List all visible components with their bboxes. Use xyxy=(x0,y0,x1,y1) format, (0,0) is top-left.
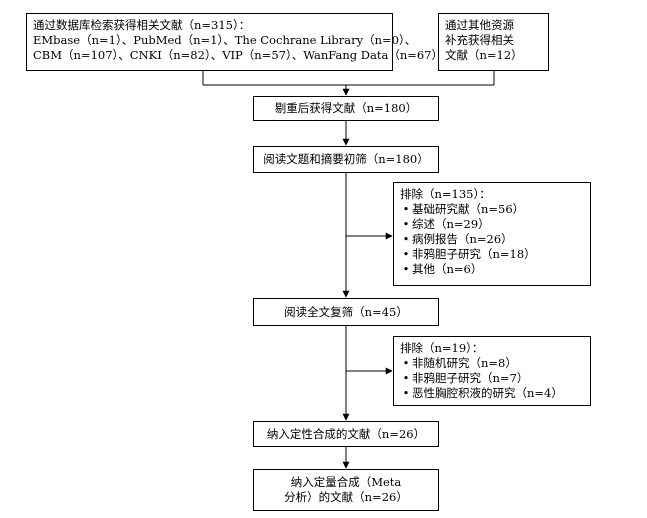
title-abstract-screen-box: 阅读文题和摘要初筛（n=180） xyxy=(253,146,439,173)
full-text-screen-text: 阅读全文复筛（n=45） xyxy=(284,305,408,319)
full-text-screen-box: 阅读全文复筛（n=45） xyxy=(253,298,439,326)
other-sources-line-1: 通过其他资源 xyxy=(445,18,514,32)
database-search-box: 通过数据库检索获得相关文献（n=315）： EMbase（n=1）、PubMed… xyxy=(26,13,443,71)
other-sources-box: 通过其他资源 补充获得相关 文献（n=12） xyxy=(438,13,549,71)
list-item: 病例报告（n=26） xyxy=(400,232,584,247)
list-item: 基础研究献（n=56） xyxy=(400,202,584,217)
list-item: 非随机研究（n=8） xyxy=(400,356,584,371)
list-item: 其他（n=6） xyxy=(400,262,584,277)
exclusion-2-box: 排除（n=19）： 非随机研究（n=8） 非鸦胆子研究（n=7） 恶性胸腔积液的… xyxy=(393,336,591,406)
list-item: 非鸦胆子研究（n=7） xyxy=(400,371,584,386)
list-item: 恶性胸腔积液的研究（n=4） xyxy=(400,386,584,401)
qualitative-synthesis-text: 纳入定性合成的文献（n=26） xyxy=(266,427,426,441)
meta-analysis-line-1: 纳入定量合成（Meta xyxy=(290,475,402,489)
title-abstract-screen-text: 阅读文题和摘要初筛（n=180） xyxy=(263,152,429,166)
exclusion-1-list: 基础研究献（n=56） 综述（n=29） 病例报告（n=26） 非鸦胆子研究（n… xyxy=(400,202,584,277)
database-search-line-2: EMbase（n=1）、PubMed（n=1）、The Cochrane Lib… xyxy=(33,33,417,47)
meta-analysis-line-2: 分析）的文献（n=26） xyxy=(284,490,408,504)
list-item: 非鸦胆子研究（n=18） xyxy=(400,247,584,262)
other-sources-line-2: 补充获得相关 xyxy=(445,33,514,47)
exclusion-2-list: 非随机研究（n=8） 非鸦胆子研究（n=7） 恶性胸腔积液的研究（n=4） xyxy=(400,356,584,401)
after-dedup-text: 剔重后获得文献（n=180） xyxy=(274,101,418,115)
after-dedup-box: 剔重后获得文献（n=180） xyxy=(253,96,439,121)
exclusion-1-title: 排除（n=135）： xyxy=(400,187,491,201)
database-search-line-3: CBM（n=107）、CNKI（n=82）、VIP（n=57）、WanFang … xyxy=(33,48,443,62)
database-search-line-1: 通过数据库检索获得相关文献（n=315）： xyxy=(33,18,251,32)
list-item: 综述（n=29） xyxy=(400,217,584,232)
meta-analysis-box: 纳入定量合成（Meta 分析）的文献（n=26） xyxy=(253,469,439,511)
exclusion-1-box: 排除（n=135）： 基础研究献（n=56） 综述（n=29） 病例报告（n=2… xyxy=(393,182,591,286)
qualitative-synthesis-box: 纳入定性合成的文献（n=26） xyxy=(253,421,439,447)
exclusion-2-title: 排除（n=19）： xyxy=(400,341,484,355)
other-sources-line-3: 文献（n=12） xyxy=(445,48,523,62)
